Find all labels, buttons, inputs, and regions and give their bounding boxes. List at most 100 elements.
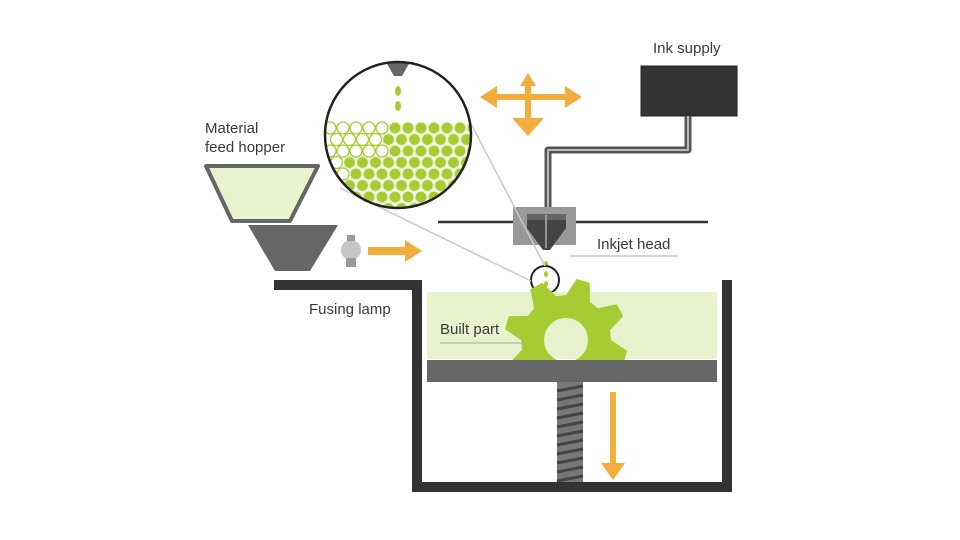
- fused-particle: [433, 132, 448, 147]
- fused-particle: [381, 155, 396, 170]
- fused-particle: [500, 134, 512, 146]
- screw-thread: [556, 420, 584, 429]
- build-chamber: [274, 280, 732, 492]
- ink-supply-label: Ink supply: [653, 40, 721, 57]
- loose-particle: [375, 121, 389, 135]
- fused-particle: [381, 132, 396, 147]
- fused-particle: [414, 190, 428, 204]
- fused-particle: [513, 134, 525, 146]
- screw-thread: [556, 429, 584, 438]
- down-arrow-icon: [601, 392, 625, 480]
- fused-particle: [493, 122, 505, 134]
- fused-particle: [446, 201, 461, 208]
- fused-particle: [433, 155, 448, 170]
- fused-particle: [401, 144, 415, 158]
- fused-particle: [487, 134, 499, 146]
- fused-particle: [401, 167, 415, 181]
- fused-particle: [433, 201, 448, 208]
- fused-particle: [388, 190, 402, 204]
- fused-particle: [407, 155, 422, 170]
- right-arrow-icon: [368, 240, 422, 262]
- fused-particle: [420, 132, 435, 147]
- screw-thread: [556, 456, 584, 465]
- fused-particle: [407, 178, 422, 193]
- fused-particle: [513, 180, 525, 192]
- fused-particle: [500, 203, 512, 215]
- ink-tube-highlight: [547, 116, 689, 220]
- material-feed-hopper-label-line1: Material: [205, 120, 258, 137]
- fused-particle: [459, 178, 471, 193]
- fusing-lamp-label: Fusing lamp: [309, 301, 391, 318]
- ink-supply: [640, 65, 738, 117]
- material-feed-hopper-label-line2: feed hopper: [205, 139, 285, 156]
- fused-particle: [420, 155, 435, 170]
- fused-particle: [526, 180, 538, 192]
- fused-particle: [375, 190, 389, 204]
- fused-particle: [407, 132, 422, 147]
- fused-particle: [388, 144, 402, 158]
- fused-particle: [414, 121, 428, 135]
- loose-particle: [325, 121, 337, 135]
- fused-particle: [513, 157, 525, 169]
- built-part-label: Built part: [440, 321, 500, 338]
- fused-particle: [427, 121, 441, 135]
- fused-particle: [440, 144, 454, 158]
- loose-particle: [362, 121, 376, 135]
- fused-particle: [394, 155, 409, 170]
- fused-particle: [427, 144, 441, 158]
- fused-particle: [420, 178, 435, 193]
- fused-particle: [480, 122, 492, 134]
- fused-particle: [375, 167, 389, 181]
- move-arrows-icon: [480, 73, 582, 136]
- fused-particle: [519, 191, 531, 203]
- fused-particle: [414, 167, 428, 181]
- screw-thread: [556, 393, 584, 402]
- fused-particle: [355, 155, 370, 170]
- fused-particle: [487, 180, 499, 192]
- fused-particle: [526, 134, 538, 146]
- screw-thread: [556, 411, 584, 420]
- loose-particle: [349, 144, 363, 158]
- fused-particle: [506, 168, 518, 180]
- fused-particle: [519, 145, 531, 157]
- fused-particle: [342, 201, 357, 208]
- fused-particle: [446, 132, 461, 147]
- bulb-icon: [341, 235, 361, 267]
- loose-particle: [342, 132, 357, 147]
- fused-particle: [506, 122, 518, 134]
- fused-particle: [394, 132, 409, 147]
- fused-particle: [453, 121, 467, 135]
- fused-particle: [381, 201, 396, 208]
- loose-particle: [355, 132, 370, 147]
- fused-particle: [480, 191, 492, 203]
- fused-particle: [368, 155, 383, 170]
- fused-particle: [480, 145, 492, 157]
- lead-screw: [556, 382, 584, 485]
- fused-particle: [329, 201, 344, 208]
- fused-particle: [480, 168, 492, 180]
- fused-particle: [466, 167, 471, 181]
- screw-thread: [556, 384, 584, 393]
- loose-particle: [336, 144, 350, 158]
- fused-particle: [474, 203, 486, 215]
- fused-particle: [440, 121, 454, 135]
- screw-thread: [556, 447, 584, 456]
- inkjet-head: [513, 207, 576, 250]
- fused-particle: [394, 201, 409, 208]
- loose-particle: [362, 144, 376, 158]
- loose-particle: [375, 144, 389, 158]
- fused-particle: [401, 121, 415, 135]
- fused-particle: [487, 203, 499, 215]
- fused-particle: [349, 167, 363, 181]
- fused-particle: [519, 168, 531, 180]
- fused-particle: [526, 157, 538, 169]
- fused-particle: [414, 144, 428, 158]
- fused-particle: [459, 201, 471, 208]
- fused-particle: [474, 180, 486, 192]
- inkjet-head-label: Inkjet head: [597, 236, 670, 253]
- fused-particle: [388, 121, 402, 135]
- fused-particle: [453, 190, 467, 204]
- loose-particle: [336, 121, 350, 135]
- fused-particle: [362, 167, 376, 181]
